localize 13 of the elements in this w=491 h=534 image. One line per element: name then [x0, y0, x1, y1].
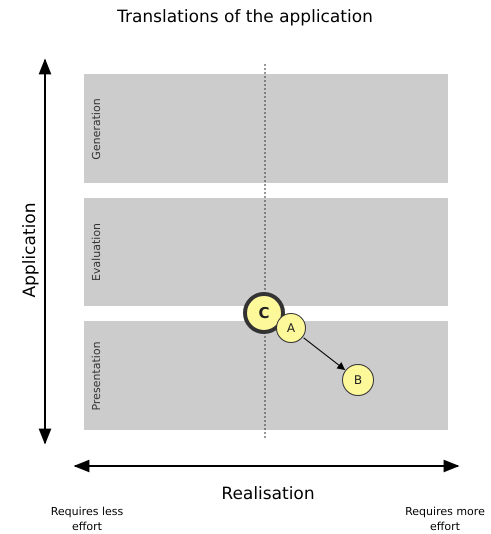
band-panel — [84, 74, 448, 183]
band-panel — [84, 198, 448, 306]
axis-note: Requires less effort — [50, 504, 124, 534]
axis-label: Application — [20, 202, 40, 300]
axis-label: Realisation — [220, 484, 316, 504]
band-label: Presentation — [90, 340, 103, 410]
diagram-title: Translations of the application — [116, 6, 374, 28]
band-label: Evaluation — [90, 222, 103, 282]
axis-note: Requires more effort — [404, 504, 486, 534]
arrow — [303, 337, 346, 370]
circle-node: B — [342, 364, 374, 396]
band-panel — [84, 321, 448, 430]
band-label: Generation — [90, 98, 103, 160]
